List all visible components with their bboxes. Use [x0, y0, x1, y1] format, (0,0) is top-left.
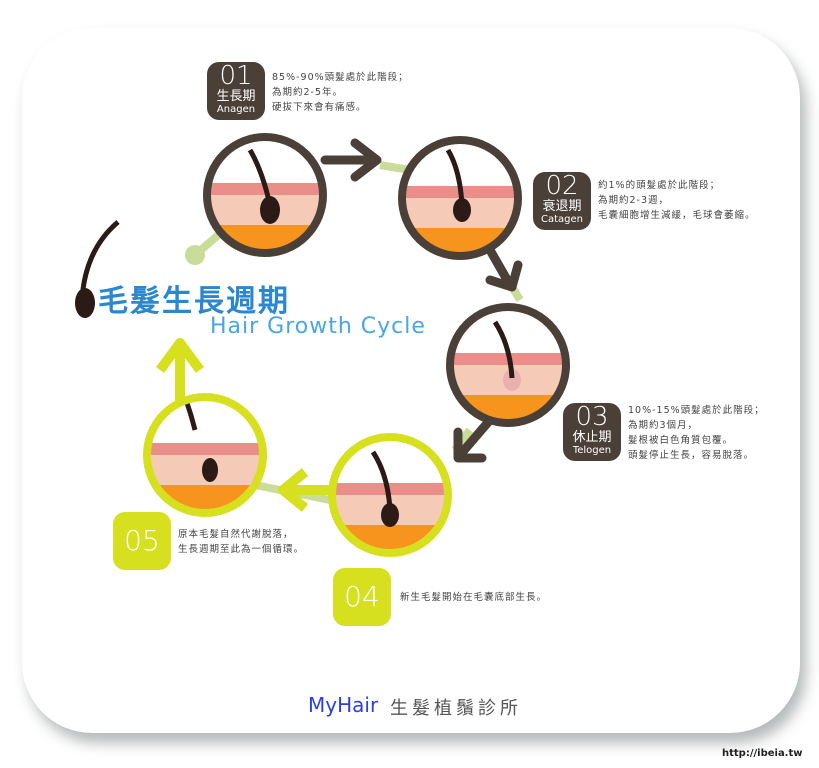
stage-description-01: 85%-90%頭髮處於此階段； 為期約2-5年。 硬拔下來會有痛感。 — [272, 70, 409, 115]
desc-line: 為期約2-3週， — [598, 195, 670, 206]
stage-description-05: 原本毛髮自然代謝脫落， 生長週期至此為一個循環。 — [178, 527, 304, 557]
hair-icon — [75, 220, 120, 318]
desc-line: 頭髮停止生長，容易脫落。 — [628, 450, 755, 461]
stage-circle-catagen — [398, 136, 522, 260]
stage-name-en: Catagen — [541, 214, 583, 225]
stage-circle-telogen — [446, 303, 570, 427]
stage-name-zh: 休止期 — [572, 430, 612, 445]
desc-line: 生長週期至此為一個循環。 — [178, 544, 305, 555]
stage-number: 01 — [219, 61, 253, 91]
title-english: Hair Growth Cycle — [210, 314, 426, 339]
clinic-name: 生髮植鬚診所 — [390, 698, 522, 719]
stage-description-04: 新生毛髮開始在毛囊底部生長。 — [400, 590, 547, 605]
stage-circle-shedding — [143, 393, 267, 517]
stage-description-02: 約1%的頭髮處於此階段； 為期約2-3週， 毛囊細胞增生減緩，毛球會萎縮。 — [598, 178, 756, 223]
stage-description-03: 10%-15%頭髮處於此階段； 為期約3個月， 髮根被白色角質包覆。 頭髮停止生… — [628, 403, 765, 463]
stage-name-zh: 衰退期 — [542, 199, 582, 214]
stage-circle-new-growth — [328, 433, 452, 557]
title-chinese: 毛髮生長週期 — [98, 284, 290, 319]
desc-line: 為期約3個月， — [628, 420, 699, 431]
stage-badge-02: 02 衰退期 Catagen — [533, 172, 591, 230]
desc-line: 為期約2-5年。 — [272, 87, 344, 98]
stage-name-en: Telogen — [572, 445, 612, 456]
stage-circle-anagen — [203, 133, 327, 257]
stage-number: 05 — [124, 524, 160, 557]
stage-badge-01: 01 生長期 Anagen — [207, 62, 265, 120]
stage-name-en: Anagen — [216, 104, 256, 115]
desc-line: 硬拔下來會有痛感。 — [272, 102, 367, 113]
watermark: http://ibeia.tw — [722, 748, 803, 759]
infographic-card — [22, 28, 800, 733]
stage-badge-04: 04 — [333, 568, 391, 626]
desc-line: 85%-90%頭髮處於此階段； — [272, 72, 409, 83]
stage-number: 02 — [545, 171, 579, 201]
desc-line: 新生毛髮開始在毛囊底部生長。 — [400, 592, 548, 603]
brand-logo: MyHair — [308, 693, 379, 717]
arrow-icon — [320, 138, 523, 463]
desc-line: 原本毛髮自然代謝脫落， — [178, 529, 294, 540]
desc-line: 髮根被白色角質包覆。 — [628, 435, 734, 446]
stage-number: 04 — [344, 580, 380, 613]
stage-badge-03: 03 休止期 Telogen — [563, 403, 621, 461]
start-dot — [185, 245, 205, 265]
desc-line: 10%-15%頭髮處於此階段； — [628, 405, 765, 416]
stage-badge-05: 05 — [113, 512, 171, 570]
stage-number: 03 — [575, 402, 609, 432]
desc-line: 毛囊細胞增生減緩，毛球會萎縮。 — [598, 210, 756, 221]
desc-line: 約1%的頭髮處於此階段； — [598, 180, 721, 191]
stage-name-zh: 生長期 — [216, 89, 256, 104]
